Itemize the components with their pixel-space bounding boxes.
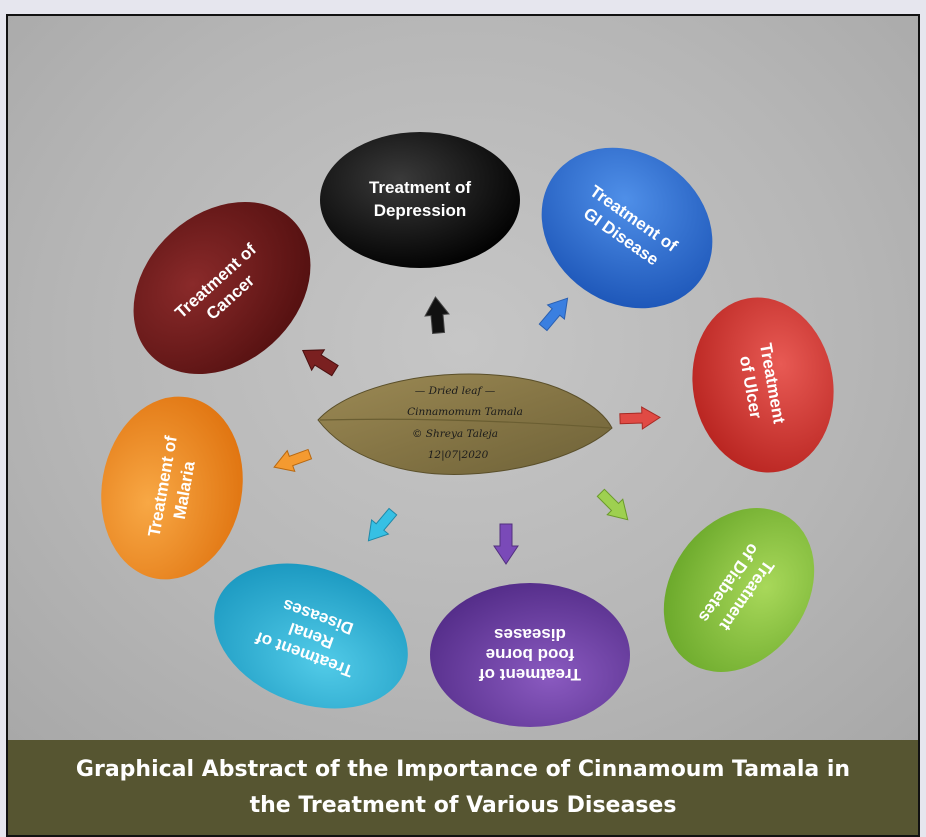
- node-foodborne-line-1: Treatment of: [479, 665, 581, 684]
- node-cancer: Treatment of Cancer: [133, 201, 311, 375]
- caption-bar: Graphical Abstract of the Importance of …: [6, 740, 920, 837]
- arrow-depression: [424, 296, 450, 334]
- node-renal: Treatment of Renal Diseases: [214, 563, 408, 709]
- figure-caption: Graphical Abstract of the Importance of …: [75, 756, 851, 818]
- arrow-diabetes: [596, 488, 629, 521]
- node-foodborne: Treatment of food borne diseases: [430, 583, 630, 727]
- node-depression: Treatment of Depression: [320, 132, 520, 268]
- leaf-label-line-1: — Dried leaf —: [415, 385, 496, 397]
- node-depression-line-2: Depression: [374, 201, 467, 220]
- node-malaria: Treatment of Malaria: [101, 396, 243, 580]
- leaf-label-line-3: © Shreya Taleja: [412, 428, 498, 440]
- arrow-malaria: [273, 448, 313, 473]
- node-foodborne-line-3: diseases: [494, 625, 566, 644]
- arrow-cancer: [301, 349, 339, 377]
- leaf-label-line-4: 12|07|2020: [428, 449, 489, 462]
- node-gi: Treatment of GI Disease: [541, 147, 713, 309]
- node-diabetes: Treatment of Diabetes: [663, 508, 815, 672]
- arrow-foodborne: [493, 523, 519, 565]
- leaf-label-line-2: Cinnamomum Tamala: [407, 406, 523, 418]
- arrow-ulcer: [619, 406, 661, 430]
- arrow-renal: [367, 507, 398, 542]
- node-ulcer: Treatment of Ulcer: [692, 297, 834, 473]
- node-depression-line-1: Treatment of: [369, 178, 471, 197]
- node-foodborne-line-2: food borne: [486, 645, 575, 664]
- diagram-canvas: — Dried leaf — Cinnamomum Tamala © Shrey…: [101, 132, 834, 727]
- center-leaf: — Dried leaf — Cinnamomum Tamala © Shrey…: [317, 373, 613, 475]
- arrow-gi: [538, 297, 569, 332]
